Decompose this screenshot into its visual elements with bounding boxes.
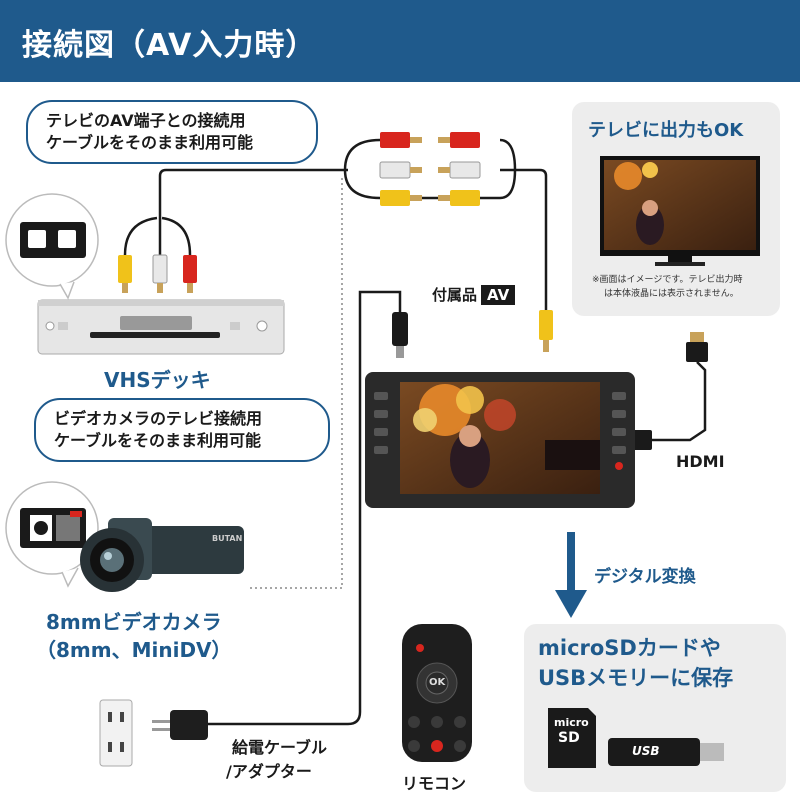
accessory-prefix: 付属品 <box>432 286 478 304</box>
accessory-name: AV <box>481 284 516 305</box>
hdmi-label: HDMI <box>676 452 725 471</box>
usb-text: USB <box>632 744 660 758</box>
power-label-2: /アダプター <box>226 762 312 781</box>
camera-bubble-line-2: ケーブルをそのまま利用可能 <box>54 431 262 450</box>
camera-dotted-link <box>250 178 343 589</box>
rca-bundle-loop <box>343 138 517 200</box>
vhs-label: VHSデッキ <box>104 368 211 392</box>
rca-plugs-left <box>379 132 422 206</box>
tv-panel-note-2: は本体液晶には表示されません。 <box>604 289 739 299</box>
cable-lines <box>123 138 707 726</box>
camera-label-1: 8mmビデオカメラ <box>46 610 222 634</box>
av-plug-device <box>539 310 553 352</box>
vhs-cassette-icon <box>5 193 99 300</box>
remote-label: リモコン <box>402 774 467 793</box>
tv-image <box>600 156 760 266</box>
page-title: 接続図（AV入力時） <box>22 28 317 63</box>
video-camera <box>80 518 244 592</box>
camera-bubble-line-1: ビデオカメラのテレビ接続用 <box>54 409 263 428</box>
hdmi-plug-top <box>686 332 708 362</box>
header-bar: 接続図（AV入力時） <box>0 0 800 82</box>
tv-panel-title: テレビに出力もOK <box>588 120 744 141</box>
vhs-av-cable <box>158 168 348 255</box>
power-plug-device <box>392 312 408 358</box>
storage-title-2: USBメモリーに保存 <box>538 666 734 690</box>
vhs-bubble-line-1: テレビのAV端子との接続用 <box>46 111 246 130</box>
remote-control <box>402 624 472 762</box>
power-label-1: 給電ケーブル <box>232 738 328 757</box>
rca-plugs-right <box>438 132 481 206</box>
sd-text-2: SD <box>558 730 580 746</box>
tv-panel-note-1: ※画面はイメージです。テレビ出力時 <box>592 275 743 285</box>
vhs-deck <box>37 299 285 355</box>
accessory-badge: 付属品 AV <box>432 284 516 305</box>
conversion-label: デジタル変換 <box>594 567 696 587</box>
power-outlet <box>99 699 133 767</box>
accessory-av-cable <box>500 168 548 310</box>
camera-label-2: （8mm、MiniDV） <box>36 638 232 662</box>
capture-device <box>365 372 635 508</box>
vhs-bubble-line-2: ケーブルをそのまま利用可能 <box>46 133 254 152</box>
power-cable <box>205 290 402 726</box>
power-adapter <box>152 710 208 740</box>
camera-brand: BUTAN <box>212 534 243 543</box>
vhs-cable-bubble: テレビのAV端子との接続用 ケーブルをそのまま利用可能 <box>26 100 318 164</box>
storage-title-1: microSDカードや <box>538 636 721 660</box>
camera-tape-icon <box>5 481 99 588</box>
rca-plugs-vhs <box>118 254 197 293</box>
conversion-arrow <box>555 532 587 618</box>
microsd-card <box>548 708 596 768</box>
usb-stick <box>608 738 724 766</box>
sd-text-1: micro <box>554 716 589 729</box>
remote-ok: OK <box>429 677 446 688</box>
hdmi-cable <box>650 361 707 442</box>
camera-cable-bubble: ビデオカメラのテレビ接続用 ケーブルをそのまま利用可能 <box>34 398 330 462</box>
